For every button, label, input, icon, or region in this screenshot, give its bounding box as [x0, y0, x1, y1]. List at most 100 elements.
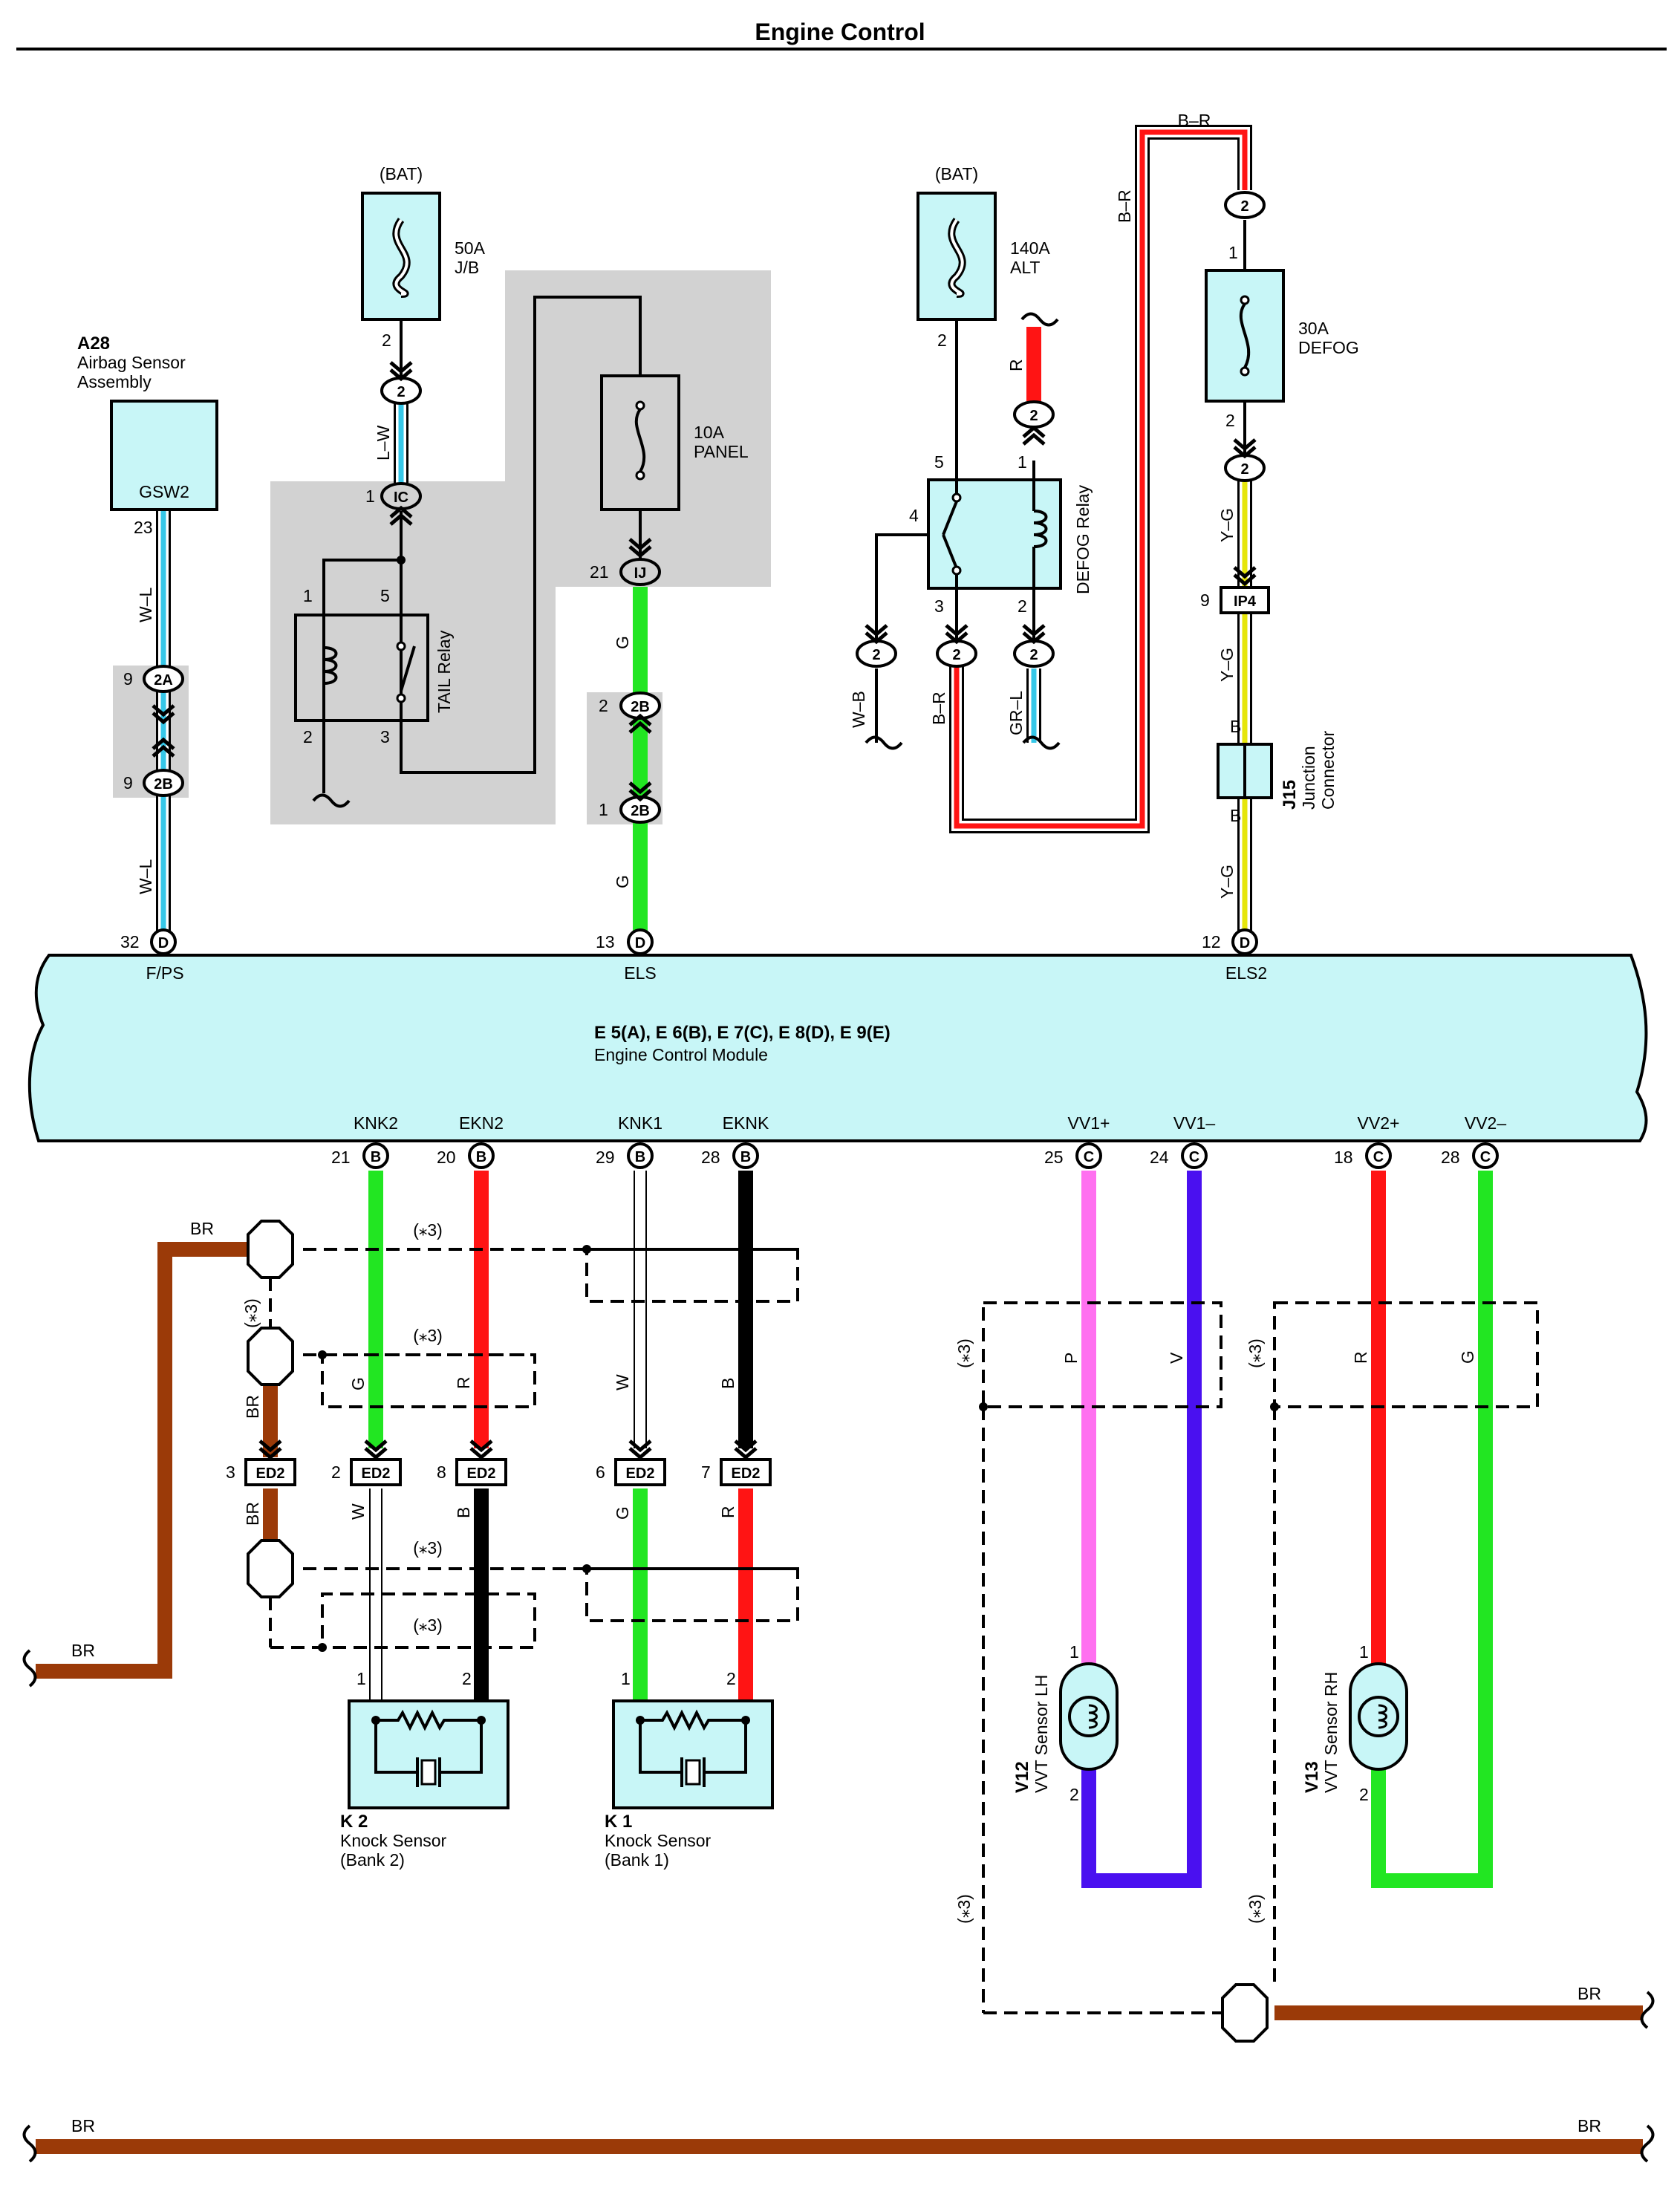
knock-sensor-bank2: K 2 Knock Sensor (Bank 2): [340, 1699, 509, 1870]
svg-text:IP4: IP4: [1234, 593, 1257, 610]
arrow-30a: [1233, 438, 1257, 459]
arrow-ic: [389, 505, 413, 526]
svg-text:C: C: [1189, 1149, 1199, 1165]
airbag-line1: Airbag Sensor: [77, 353, 186, 372]
label-br-5: BR: [1578, 1984, 1601, 2003]
label-br-2: BR: [243, 1395, 262, 1419]
pin-ip4-9: 9: [1200, 590, 1210, 610]
conn-ic: IC: [380, 482, 422, 510]
junction-line1: Junction: [1299, 746, 1318, 810]
fuse-50a: (BAT) 50A J/B: [361, 164, 486, 321]
wire-end-breaks: [22, 312, 1655, 2163]
svg-text:IJ: IJ: [634, 565, 647, 582]
label-g-knk2: G: [348, 1377, 368, 1390]
label-p: P: [1061, 1353, 1081, 1364]
conn-2-defog-r: 2: [1013, 400, 1055, 429]
defog-relay-name: DEFOG Relay: [1073, 485, 1093, 594]
conn-ip4: IP4: [1220, 586, 1270, 614]
k2-line1: Knock Sensor: [340, 1831, 447, 1850]
pin-ed2-3: 3: [226, 1462, 235, 1482]
svg-text:2A: 2A: [154, 672, 173, 689]
arrow-ed2-1: [364, 1439, 388, 1460]
pin-defog-5: 5: [934, 452, 944, 472]
label-b-k2: B: [454, 1507, 473, 1518]
arrow-grl: [1022, 624, 1046, 645]
label-lw: L–W: [374, 425, 393, 461]
pin-tail-3: 3: [380, 727, 390, 746]
svg-text:D: D: [635, 935, 645, 951]
wire-v-vv1m: [1081, 1171, 1202, 1888]
conn-2-br-top: 2: [1224, 191, 1266, 219]
wire-br-loop: [949, 125, 1252, 833]
k1-line2: (Bank 1): [605, 1850, 669, 1870]
note-7: (⁎3): [1246, 1338, 1265, 1368]
fuse-30a-name: DEFOG: [1298, 338, 1359, 357]
arrow-50a: [389, 361, 413, 382]
ecm-name: Engine Control Module: [594, 1045, 768, 1064]
connector-arrows: [152, 361, 1257, 1460]
arrow-ij: [628, 538, 652, 559]
shield-lines: [269, 1248, 1539, 2014]
pin-tail-5: 5: [380, 586, 390, 605]
ecm-pin-d-32: D: [150, 928, 177, 955]
conn-ed2-2: ED2: [455, 1458, 507, 1486]
v12-code: V12: [1012, 1761, 1032, 1793]
ecm-pin-b-28: B: [732, 1142, 759, 1169]
knock-sensor-bank1: K 1 Knock Sensor (Bank 1): [605, 1699, 774, 1870]
airbag-code: A28: [77, 333, 110, 354]
fuse-140a-rating: 140A: [1010, 238, 1050, 258]
conn-2b-upper: 2B: [619, 692, 661, 720]
ecm-term-els2: ELS2: [1225, 963, 1267, 983]
svg-text:IC: IC: [394, 489, 408, 506]
ecm-term-knk2: KNK2: [354, 1113, 398, 1133]
airbag-sensor-assembly: A28 Airbag Sensor Assembly GSW2: [77, 333, 218, 511]
svg-text:ED2: ED2: [256, 1465, 285, 1482]
label-br-x-vert: B–R: [1115, 189, 1134, 223]
ecm-term-eknk: EKNK: [723, 1113, 769, 1133]
label-wb: W–B: [849, 691, 868, 728]
svg-text:2B: 2B: [631, 699, 650, 715]
label-g-vv2: G: [1458, 1350, 1477, 1364]
header: Engine Control: [16, 19, 1667, 51]
fuse-30a: 30A DEFOG: [1205, 269, 1359, 403]
ecm-term-ekn2: EKN2: [459, 1113, 504, 1133]
svg-text:D: D: [1240, 935, 1250, 951]
label-g-1: G: [613, 636, 632, 649]
pin-ic-1: 1: [365, 487, 375, 506]
pin-ecm-12: 12: [1202, 932, 1221, 951]
airbag-terminal: GSW2: [139, 482, 189, 501]
ecm-pin-c-25: C: [1075, 1142, 1102, 1169]
pin-ecm-28a: 28: [701, 1148, 720, 1167]
splice-4: [1221, 1983, 1269, 2043]
svg-text:2: 2: [397, 384, 405, 400]
pin-ecm-28b: 28: [1441, 1148, 1460, 1167]
wire-g-vv2m: [1371, 1171, 1493, 1888]
svg-text:2: 2: [952, 647, 960, 663]
ecm-pin-d-13: D: [627, 928, 654, 955]
pin-k2-2: 2: [462, 1669, 472, 1688]
ecm-pin-c-18: C: [1365, 1142, 1392, 1169]
k2-code: K 2: [340, 1812, 368, 1832]
svg-text:B: B: [476, 1149, 486, 1165]
shade-tail-panel: [270, 270, 771, 824]
arrow-ed2-0: [258, 1439, 282, 1460]
pin-numbers: 2 2 1 1 5 2 3 21 2 1 9 9 23 5 1 4 3 2 1 …: [120, 243, 1460, 1804]
splice-3: [247, 1539, 294, 1598]
label-r-ekn2: R: [454, 1376, 473, 1389]
svg-text:2: 2: [1029, 408, 1038, 424]
splice-1: [247, 1220, 294, 1279]
svg-text:B: B: [740, 1149, 751, 1165]
conn-ed2-4: ED2: [720, 1458, 772, 1486]
notes: (⁎3) (⁎3) (⁎3) (⁎3) (⁎3) (⁎3) (⁎3) (⁎3) …: [241, 1220, 1265, 1924]
note-5: (⁎3): [241, 1298, 261, 1328]
pin-defog-2: 2: [1018, 596, 1027, 616]
pin-50a-2: 2: [382, 331, 391, 350]
arrow-defog-r: [1022, 425, 1046, 446]
fuse-140a-source: (BAT): [935, 164, 978, 183]
tail-relay-name: TAIL Relay: [434, 630, 454, 713]
arrow-2b-upper: [628, 713, 652, 734]
pin-2b-2: 2: [599, 696, 608, 715]
ecm-pin-c-28: C: [1472, 1142, 1499, 1169]
pin-v13-2: 2: [1359, 1785, 1369, 1804]
